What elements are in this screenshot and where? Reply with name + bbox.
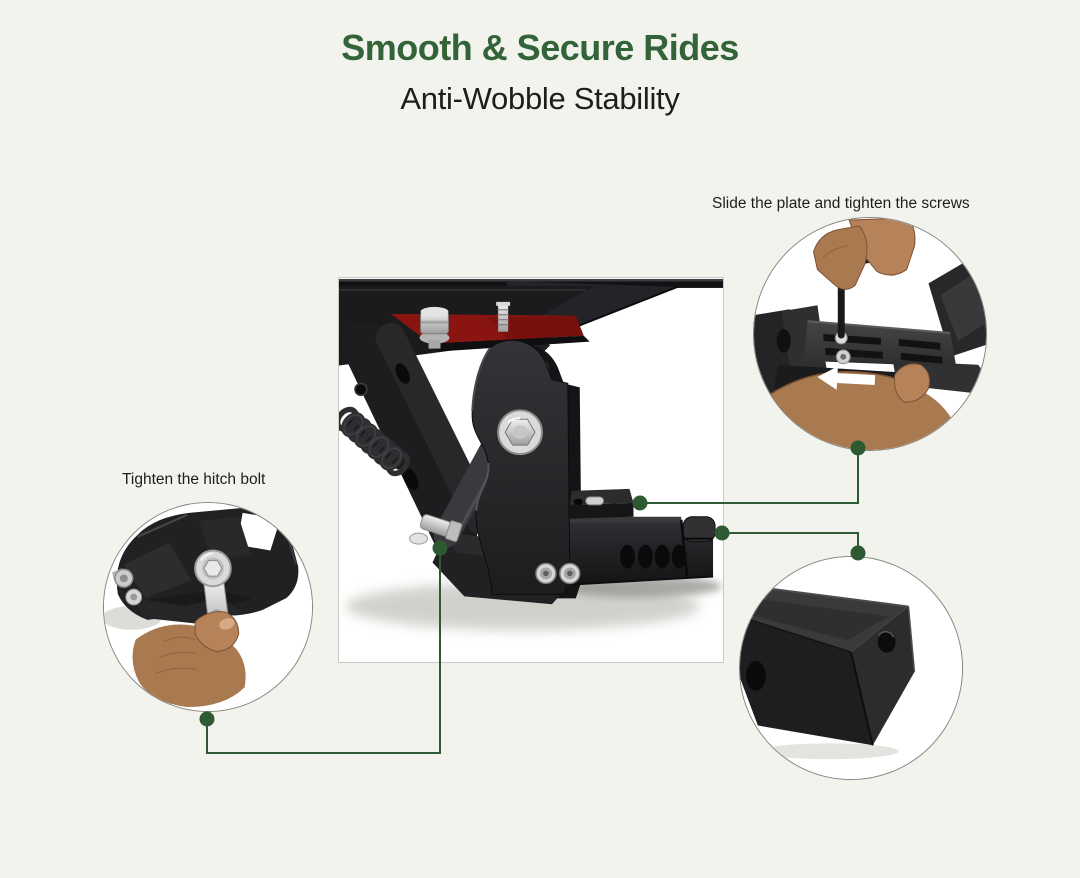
callout-image-hitch-bolt <box>103 502 313 712</box>
slide-plate-illustration <box>754 218 986 450</box>
pin-slot <box>745 661 766 691</box>
connector-hitch-end <box>722 532 859 553</box>
base-bolts <box>535 562 581 585</box>
platform-hex-bolt <box>419 306 450 349</box>
hitch-stabilizer-illustration <box>339 278 723 631</box>
hitch-bolt-head <box>203 560 223 577</box>
main-product-image <box>338 277 724 663</box>
page-title: Smooth & Secure Rides <box>341 27 739 68</box>
upper-hand <box>812 218 916 290</box>
hitch-end-illustration <box>740 557 962 779</box>
callout-image-hitch-end <box>739 556 963 780</box>
thumb <box>894 363 930 403</box>
pivot-plate <box>471 339 571 595</box>
callout-label-hitch-bolt: Tighten the hitch bolt <box>122 471 266 488</box>
callout-label-slide-plate: Slide the plate and tighten the screws <box>712 195 970 212</box>
pin-hole <box>877 631 896 653</box>
page-subtitle: Anti-Wobble Stability <box>400 81 680 116</box>
connector-dot <box>199 711 215 727</box>
hitch-pin <box>409 514 463 545</box>
threaded-stud <box>496 301 511 332</box>
hitch-tube <box>557 516 716 586</box>
hitch-bolt-illustration <box>104 503 312 711</box>
hitch-tube-end <box>740 583 916 746</box>
coil-spring <box>339 406 411 477</box>
adjustment-holes <box>620 544 687 569</box>
lower-hand <box>768 363 963 450</box>
side-bolts <box>111 568 143 606</box>
callout-image-slide-plate <box>753 217 987 451</box>
sliding-plate <box>569 488 634 519</box>
pivot-hex-bolt <box>497 409 543 456</box>
cast-shadow <box>759 743 899 760</box>
slide-direction-arrow-icon <box>817 366 876 390</box>
